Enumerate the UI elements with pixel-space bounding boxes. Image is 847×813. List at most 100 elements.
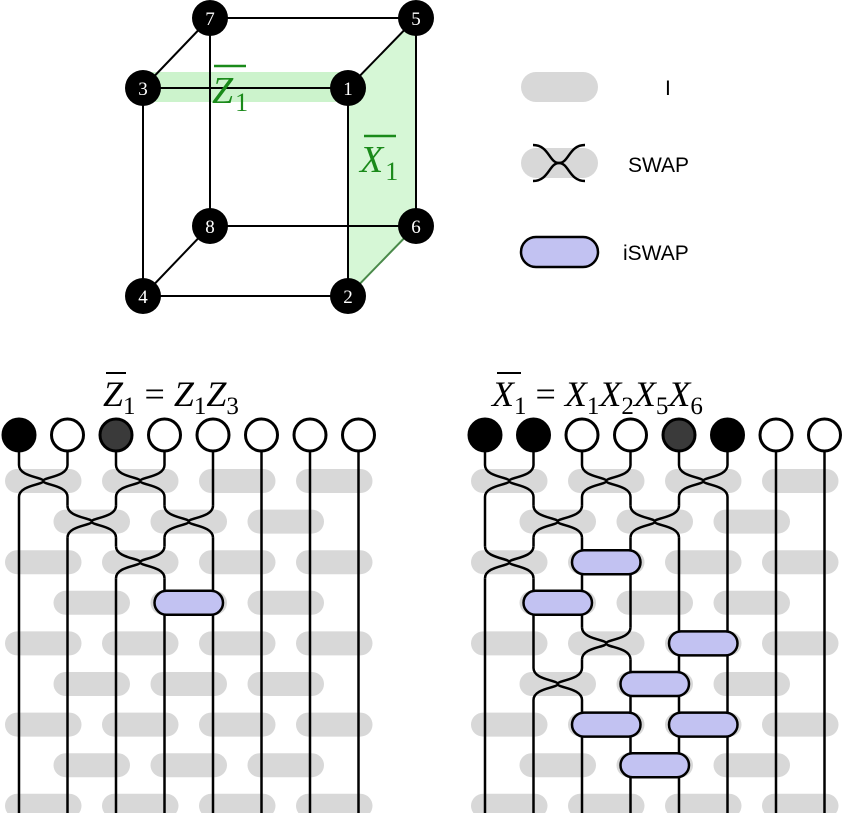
identity-gate [296, 793, 373, 813]
legend-iswap: iSWAP [519, 235, 689, 269]
identity-gate [5, 631, 82, 656]
identity-gate [199, 631, 276, 656]
identity-gate [199, 550, 276, 575]
qubit-empty [758, 417, 794, 453]
swap-icon [114, 545, 166, 579]
identity-gate [5, 793, 82, 813]
identity-gate [296, 712, 373, 737]
swap-icon [580, 627, 632, 660]
identity-gate [762, 793, 839, 813]
qubit-filled [661, 417, 697, 453]
identity-gate [53, 672, 130, 696]
identity-gate [53, 590, 130, 615]
identity-gate [519, 753, 596, 778]
rhs-sub: 1 [587, 393, 600, 420]
identity-gate [199, 793, 276, 813]
identity-gate [102, 712, 179, 737]
identity-gate [471, 793, 548, 813]
circuit-right [467, 417, 842, 813]
svg-text:Z1 = Z1Z3: Z1 = Z1Z3 [103, 374, 239, 420]
rhs-letter: X [632, 374, 658, 414]
identity-gate [102, 793, 179, 813]
svg-text:X1: X1 [358, 139, 398, 186]
identity-gate [616, 590, 693, 615]
qubit-empty [341, 417, 376, 453]
cube-node-8: 8 [192, 208, 228, 244]
cube-node-7: 7 [192, 0, 228, 36]
rhs-letter: Z [174, 374, 195, 414]
iswap-gate [667, 711, 739, 738]
qubit-empty [50, 417, 85, 453]
cube: 7 5 3 1 8 6 4 2 [125, 0, 434, 314]
iswap-gate [619, 670, 691, 698]
swap-icon [532, 667, 584, 701]
qubit-empty [613, 417, 648, 453]
rhs-letter: X [666, 374, 692, 414]
identity-gate [665, 793, 742, 813]
cube-node-3: 3 [125, 70, 161, 106]
z-sub: 1 [235, 88, 248, 117]
identity-gate [665, 550, 742, 575]
node-label: 5 [411, 9, 421, 30]
identity-gate [568, 793, 645, 813]
qubit-empty [147, 417, 182, 453]
identity-gate [247, 509, 324, 534]
legend-iswap-label: iSWAP [623, 242, 689, 265]
identity-gate [247, 753, 324, 778]
identity-gate [713, 590, 790, 615]
qubit-filled [98, 417, 134, 453]
rhs-letter: X [597, 374, 623, 414]
swap-icon [629, 505, 681, 538]
identity-gate [53, 753, 130, 778]
z-logical-label: Z1 [212, 64, 248, 117]
identity-gate [762, 631, 839, 656]
qubit-empty [244, 417, 279, 453]
z-letter: Z [212, 70, 234, 112]
node-label: 2 [343, 287, 353, 308]
identity-gate [471, 712, 548, 737]
identity-gate [296, 550, 373, 575]
identity-gate [247, 672, 324, 696]
legend-swap: SWAP [521, 143, 689, 183]
x-logical-label: X1 [358, 134, 398, 186]
svg-text:Z1: Z1 [212, 70, 248, 117]
identity-gate [471, 631, 548, 656]
qubit-empty [195, 417, 231, 453]
node-label: 7 [205, 9, 215, 30]
identity-gate [199, 469, 276, 493]
swap-icon [163, 505, 215, 538]
identity-gate [762, 712, 839, 737]
iswap-gate [619, 751, 691, 779]
swap-icon [66, 505, 118, 538]
cube-node-5: 5 [398, 0, 434, 36]
qubit-empty [807, 417, 842, 453]
node-label: 1 [343, 79, 353, 100]
qubit-empty [292, 417, 328, 453]
rhs-sub: 6 [690, 393, 703, 420]
legend-identity-label: I [665, 77, 671, 100]
legend-swap-label: SWAP [628, 154, 689, 177]
iswap-gate [153, 589, 225, 617]
iswap-gate [667, 630, 739, 657]
qubit-empty [564, 417, 600, 453]
legend-identity: I [521, 72, 671, 102]
swap-icon [483, 464, 535, 498]
cube-node-1: 1 [330, 70, 366, 106]
identity-gate [150, 753, 227, 778]
identity-gate [762, 550, 839, 575]
identity-gate [713, 753, 790, 778]
identity-gate [713, 672, 790, 696]
swap-icon [483, 545, 535, 579]
identity-gate [762, 469, 839, 493]
qubit-filled [1, 417, 37, 453]
rhs-letter: X [563, 374, 589, 414]
cube-node-4: 4 [125, 278, 161, 314]
swap-icon [532, 505, 584, 538]
qubit-filled [516, 417, 551, 453]
x-sub: 1 [385, 157, 398, 186]
rhs-sub: 3 [226, 393, 239, 420]
iswap-gate [522, 589, 594, 617]
iswap-gate [570, 548, 642, 576]
cube-node-2: 2 [330, 278, 366, 314]
lhs-letter: X [490, 374, 516, 414]
